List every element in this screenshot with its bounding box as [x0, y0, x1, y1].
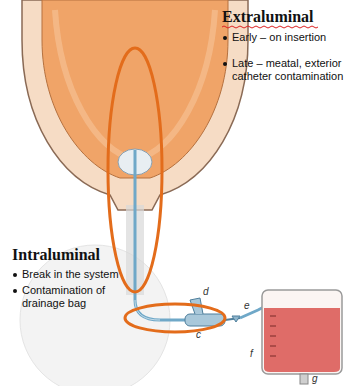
- bullet-dot: [223, 36, 227, 40]
- bullet-text: Contamination of drainage bag: [22, 284, 122, 309]
- callout-letter: g: [312, 373, 318, 385]
- spellcheck-underline: [222, 26, 318, 28]
- callout-letter: e: [244, 300, 250, 312]
- section-heading: Extraluminal: [222, 8, 314, 26]
- intraluminal-ring: [125, 304, 225, 332]
- section-heading: Intraluminal: [12, 246, 100, 264]
- bullet-dot: [13, 289, 17, 293]
- drain-outlet: [300, 374, 308, 384]
- urine: [264, 308, 340, 372]
- bullet-text: Break in the system: [22, 268, 119, 281]
- drainage-bag: [262, 290, 342, 374]
- background-circle: [20, 245, 170, 386]
- valve: [232, 316, 240, 322]
- callout-letter: d: [203, 286, 209, 298]
- bullet-dot: [13, 273, 17, 277]
- bullet-text: Late – meatal, exterior catheter contami…: [232, 57, 350, 82]
- extraluminal-ring: [108, 48, 162, 292]
- callout-letter: f: [250, 348, 253, 360]
- bullet-text: Early – on insertion: [232, 31, 326, 44]
- bladder-shading: [55, 10, 215, 160]
- bullet-dot: [223, 62, 227, 66]
- callout-letter: c: [196, 329, 201, 341]
